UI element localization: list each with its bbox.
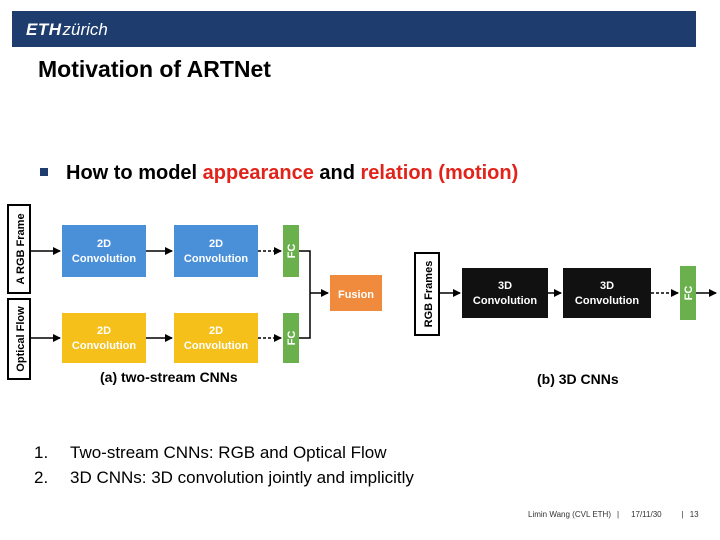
list-item: 2.3D CNNs: 3D convolution jointly and im… <box>34 468 414 487</box>
input-rgb-frame-label: A RGB Frame <box>15 213 27 284</box>
conv2d-block-bottom-1 <box>62 313 146 363</box>
input-optical-flow-box <box>7 298 31 380</box>
conv2d-label-line2: Convolution <box>184 340 248 352</box>
conv2d-label-line2: Convolution <box>184 253 248 265</box>
numbered-list: 1.Two-stream CNNs: RGB and Optical Flow … <box>34 440 414 490</box>
conv2d-block-bottom-2 <box>174 313 258 363</box>
two-stream-arrows <box>30 247 329 342</box>
caption-two-stream: (a) two-stream CNNs <box>100 369 238 385</box>
highlight-appearance: appearance <box>202 162 314 184</box>
conv2d-label-line1: 2D <box>97 325 111 337</box>
fc-label-top: FC <box>286 244 298 259</box>
fc-block-bottom <box>283 313 299 363</box>
two-stream-diagram: A RGB Frame Optical Flow 2D Convolution … <box>7 204 382 385</box>
conv3d-block-1 <box>462 268 548 318</box>
conv2d-label-line2: Convolution <box>72 340 136 352</box>
conv3d-label-line2: Convolution <box>473 295 537 307</box>
header-bar: ETHzürich <box>12 11 696 47</box>
footer-author: Limin Wang (CVL ETH) <box>528 510 611 519</box>
conv3d-label-line1: 3D <box>498 280 512 292</box>
bullet-point: How to model appearance and relation (mo… <box>40 162 518 185</box>
footer-page: 13 <box>689 510 699 519</box>
highlight-relation: relation (motion) <box>360 162 519 184</box>
input-rgb-frames-label: RGB Frames <box>423 261 435 328</box>
fc-label-bottom: FC <box>286 331 298 346</box>
slide-title: Motivation of ARTNet <box>38 56 271 82</box>
input-rgb-frames-box <box>414 252 440 336</box>
fc-label-3d: FC <box>683 286 695 301</box>
architecture-diagram: A RGB Frame Optical Flow 2D Convolution … <box>7 204 717 387</box>
conv2d-label-line1: 2D <box>209 325 223 337</box>
conv2d-label-line2: Convolution <box>72 253 136 265</box>
footer-date: 17/11/30 <box>631 510 662 519</box>
input-rgb-frame-box <box>7 204 31 294</box>
conv3d-label-line2: Convolution <box>575 295 639 307</box>
fusion-label: Fusion <box>338 289 374 301</box>
input-optical-flow-label: Optical Flow <box>15 306 27 372</box>
conv3d-label-line1: 3D <box>600 280 614 292</box>
conv2d-block-top-1 <box>62 225 146 277</box>
3d-cnn-diagram: RGB Frames 3D Convolution 3D Convolution… <box>414 252 717 387</box>
conv2d-label-line1: 2D <box>209 238 223 250</box>
list-item: 1.Two-stream CNNs: RGB and Optical Flow <box>34 443 387 462</box>
bullet-square-icon <box>40 167 48 176</box>
fc-block-3d <box>680 266 696 320</box>
conv2d-block-top-2 <box>174 225 258 277</box>
fusion-block <box>330 275 382 311</box>
conv2d-label-line1: 2D <box>97 238 111 250</box>
caption-3d-cnn: (b) 3D CNNs <box>537 371 619 387</box>
eth-logo: ETHzürich <box>26 20 108 39</box>
conv3d-block-2 <box>563 268 651 318</box>
fc-block-top <box>283 225 299 277</box>
slide-footer: Limin Wang (CVL ETH)|17/11/30|13 <box>528 510 699 519</box>
